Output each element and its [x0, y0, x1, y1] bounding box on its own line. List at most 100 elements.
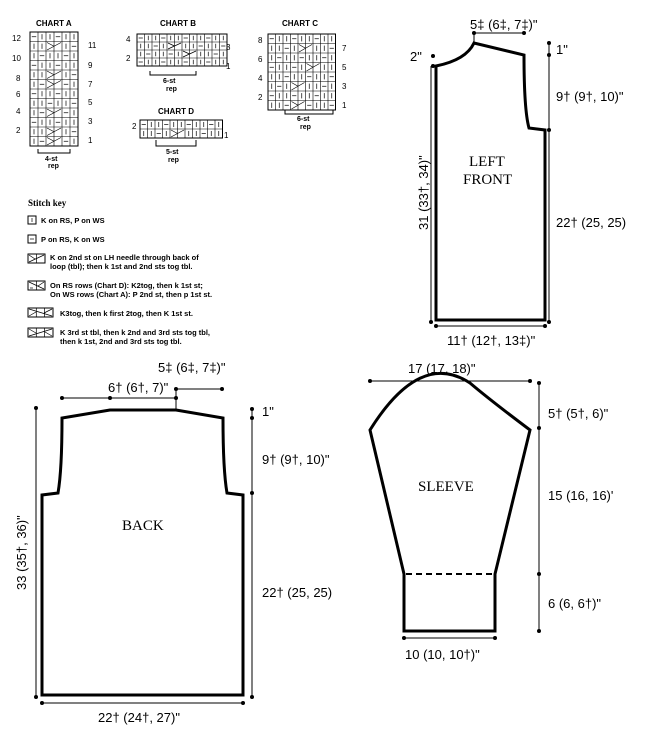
back-neck-width-dim	[174, 387, 224, 409]
chart-b-row-label: 2	[126, 54, 131, 63]
stitch-key-text: P on RS, K on WS	[41, 235, 105, 244]
chart-a-grid	[29, 31, 79, 147]
chart-a-row-label: 6	[16, 90, 21, 99]
cross-stitch-symbol	[298, 44, 313, 53]
back-schematic: 5‡ (6‡, 7‡)" 6† (6†, 7)" 1" 9† (9†, 10)"	[14, 360, 332, 725]
cross-2st-purl-icon	[27, 280, 46, 291]
cross-stitch-symbol	[306, 63, 320, 72]
cross-3st-tbl-icon	[27, 327, 54, 338]
sleeve-label: SLEEVE	[418, 479, 474, 495]
chart-a-row-label: 12	[12, 34, 21, 43]
back-side-length-label: 22† (25, 25)	[262, 585, 332, 600]
chart-d-row-label: 1	[224, 131, 229, 140]
back-length-dim	[34, 406, 38, 699]
left-front-label: LEFT	[469, 154, 505, 170]
chart-c-rep-bracket	[284, 110, 334, 115]
stitch-key-text: K3tog, then k first 2tog, then K 1st st.	[60, 309, 193, 318]
chart-d-grid	[139, 119, 223, 139]
back-shoulder-drop-dim	[250, 407, 254, 420]
cross-3st-icon	[27, 307, 54, 318]
sleeve-cap-label: 5† (5†, 6)"	[548, 406, 609, 421]
chart-a-title: CHART A	[36, 19, 72, 28]
chart-c-title: CHART C	[282, 19, 318, 28]
chart-c: CHART C 8 6 4 2 7 5 3 1 6-st rep	[258, 19, 347, 131]
left-front-length-label: 31 (33†, 34)"	[416, 155, 431, 230]
left-front-bottom-width-dim	[434, 324, 547, 328]
cross-stitch-symbol	[170, 129, 185, 138]
stitch-key-heading: Stitch key	[28, 198, 67, 208]
left-front-length-dim	[429, 66, 433, 324]
cross-stitch-symbol	[46, 70, 62, 79]
chart-c-row-label: 7	[342, 44, 347, 53]
chart-a-row-label: 5	[88, 98, 93, 107]
left-front-schematic: 5‡ (6‡, 7‡)" 1" 2" 9† (9†, 10)" 22† (25,…	[410, 17, 626, 348]
chart-a-row-label: 9	[88, 61, 93, 70]
chart-c-row-label: 8	[258, 36, 263, 45]
chart-c-row-label: 1	[342, 101, 347, 110]
chart-c-rep-label: rep	[300, 124, 311, 131]
left-front-neck-width-label: 5‡ (6‡, 7‡)"	[470, 17, 538, 32]
chart-a-row-label: 4	[16, 107, 21, 116]
chart-a-row-label: 11	[88, 41, 97, 50]
back-armhole-label: 9† (9†, 10)"	[262, 452, 330, 467]
stitch-key-text: K on 2nd st on LH needle through back of	[50, 253, 199, 262]
cross-stitch-symbol	[46, 108, 62, 117]
sleeve-cuff-length-dim	[537, 576, 541, 633]
chart-a-rep-label: rep	[48, 163, 59, 170]
chart-a-row-label: 10	[12, 54, 21, 63]
knit-bar-icon	[27, 215, 37, 225]
sleeve-upper-length-dim	[537, 430, 541, 576]
stitch-key: Stitch key K on RS, P on WS P on RS, K o…	[27, 198, 212, 346]
left-front-armhole-dim	[547, 57, 551, 132]
chart-a-rep-bracket	[37, 149, 71, 154]
left-front-neck-depth-label: 2"	[410, 49, 422, 64]
chart-d-rep-label: 5-st	[166, 149, 179, 156]
back-bottom-width-dim	[40, 701, 245, 705]
chart-c-row-label: 4	[258, 74, 263, 83]
left-front-shoulder-drop-label: 1"	[556, 42, 568, 57]
sleeve-cap-dim	[537, 381, 541, 430]
back-side-length-dim	[250, 495, 254, 699]
chart-d-rep-label: rep	[168, 157, 179, 164]
left-front-armhole-label: 9† (9†, 10)"	[556, 89, 624, 104]
cross-stitch-symbol	[46, 80, 62, 89]
cross-stitch-symbol	[291, 82, 305, 91]
back-label: BACK	[122, 518, 164, 534]
left-front-label: FRONT	[463, 172, 512, 188]
cross-stitch-symbol	[291, 101, 305, 110]
chart-a: CHART A 12 10 8 6 4 2 11 9 7 5 3 1 4-st …	[12, 19, 97, 170]
sleeve-cuff-length-label: 6 (6, 6†)"	[548, 596, 601, 611]
left-front-neck-depth-dim	[431, 54, 435, 68]
chart-b-rep-bracket	[149, 71, 197, 76]
cross-2st-icon	[27, 253, 46, 264]
chart-b-rep-label: 6-st	[163, 78, 176, 85]
back-length-label: 33 (35†, 36)"	[14, 515, 29, 590]
back-shoulder-width-label: 6† (6†, 7)"	[108, 380, 169, 395]
chart-a-row-label: 8	[16, 74, 21, 83]
stitch-key-text: loop (tbl); then k 1st and 2nd sts tog t…	[50, 262, 193, 271]
chart-b: CHART B 4 2 3 1 6-st rep	[126, 19, 231, 93]
stitch-key-text: On WS rows (Chart A): P 2nd st, then p 1…	[50, 290, 212, 299]
chart-b-grid	[136, 33, 228, 67]
cross-stitch-symbol	[182, 50, 197, 58]
back-bottom-width-label: 22† (24†, 27)"	[98, 710, 180, 725]
chart-a-row-label: 2	[16, 126, 21, 135]
chart-b-row-label: 3	[226, 43, 231, 52]
left-front-neck-width-dim	[472, 31, 526, 43]
left-front-side-length-label: 22† (25, 25)	[556, 215, 626, 230]
chart-c-grid	[267, 33, 336, 111]
left-front-outline	[434, 41, 547, 322]
stitch-key-text: K on RS, P on WS	[41, 216, 105, 225]
chart-c-row-label: 6	[258, 55, 263, 64]
chart-c-rep-label: 6-st	[297, 116, 310, 123]
sleeve-top-width-label: 17 (17, 18)"	[408, 361, 476, 376]
chart-c-row-label: 5	[342, 63, 347, 72]
purl-dash-icon	[27, 234, 37, 244]
left-front-bottom-width-label: 11† (12†, 13‡)"	[447, 333, 536, 348]
stitch-key-text: then k 1st, 2nd and 3rd sts tog tbl.	[60, 337, 182, 346]
chart-a-row-label: 7	[88, 80, 93, 89]
sleeve-schematic: 17 (17, 18)" 5† (5†, 6)" 15 (16, 16)' 6 …	[368, 361, 613, 662]
chart-d-rep-bracket	[155, 140, 197, 147]
chart-c-row-label: 2	[258, 93, 263, 102]
